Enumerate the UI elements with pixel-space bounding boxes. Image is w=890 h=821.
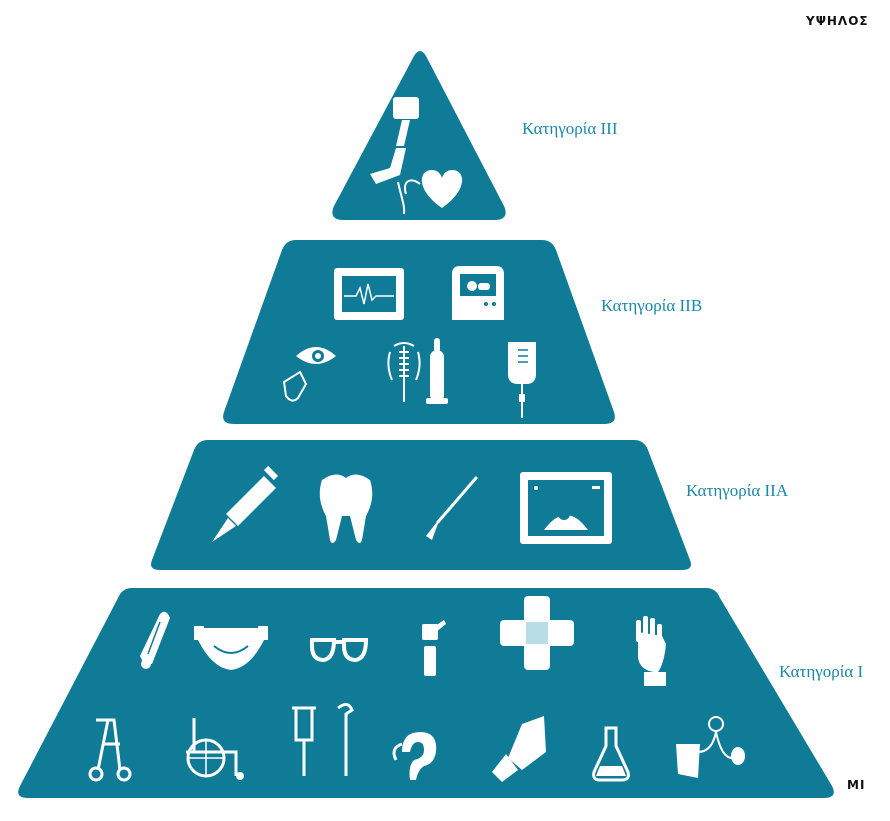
walker-icon xyxy=(88,718,132,782)
ultrasound-monitor-icon xyxy=(520,472,612,544)
otoscope-icon xyxy=(422,620,446,676)
blood-pressure-icon xyxy=(676,716,745,778)
arm-cast-icon xyxy=(492,716,546,782)
incubator-icon xyxy=(452,266,504,320)
corner-label-top: ΥΨΗΛΟΣ xyxy=(806,14,869,28)
eye-laser-icon xyxy=(282,347,336,402)
corner-label-bottom: ΜΙ xyxy=(847,778,866,792)
glove-icon xyxy=(636,616,666,686)
tier-iia-label: Κατηγορία IIA xyxy=(686,481,789,500)
wheelchair-icon xyxy=(186,718,244,780)
tier-i-label: Κατηγορία Ι xyxy=(779,662,864,681)
diaper-icon xyxy=(194,626,268,670)
condom-icon xyxy=(426,338,448,404)
tier-i-shape xyxy=(18,588,834,798)
tooth-icon xyxy=(319,474,373,543)
hearing-aid-icon xyxy=(392,732,437,780)
glasses-icon xyxy=(310,638,369,663)
iud-icon xyxy=(387,342,421,402)
thermometer-icon xyxy=(140,611,170,669)
prosthetic-leg-icon xyxy=(370,97,419,215)
ecg-monitor-icon xyxy=(334,268,404,320)
heart-pacemaker-icon xyxy=(404,170,463,208)
tier-iib-label: Κατηγορία IIB xyxy=(601,296,703,315)
crutches-icon xyxy=(292,703,354,776)
scalpel-icon xyxy=(426,476,478,540)
iv-bag-icon xyxy=(508,342,536,418)
flask-icon xyxy=(592,726,630,782)
tier-iib-shape xyxy=(223,240,615,424)
bandage-icon xyxy=(500,596,574,670)
tier-iii-shape xyxy=(332,51,506,220)
syringe-icon xyxy=(212,465,279,542)
tier-iii-label: Κατηγορία III xyxy=(522,119,618,138)
